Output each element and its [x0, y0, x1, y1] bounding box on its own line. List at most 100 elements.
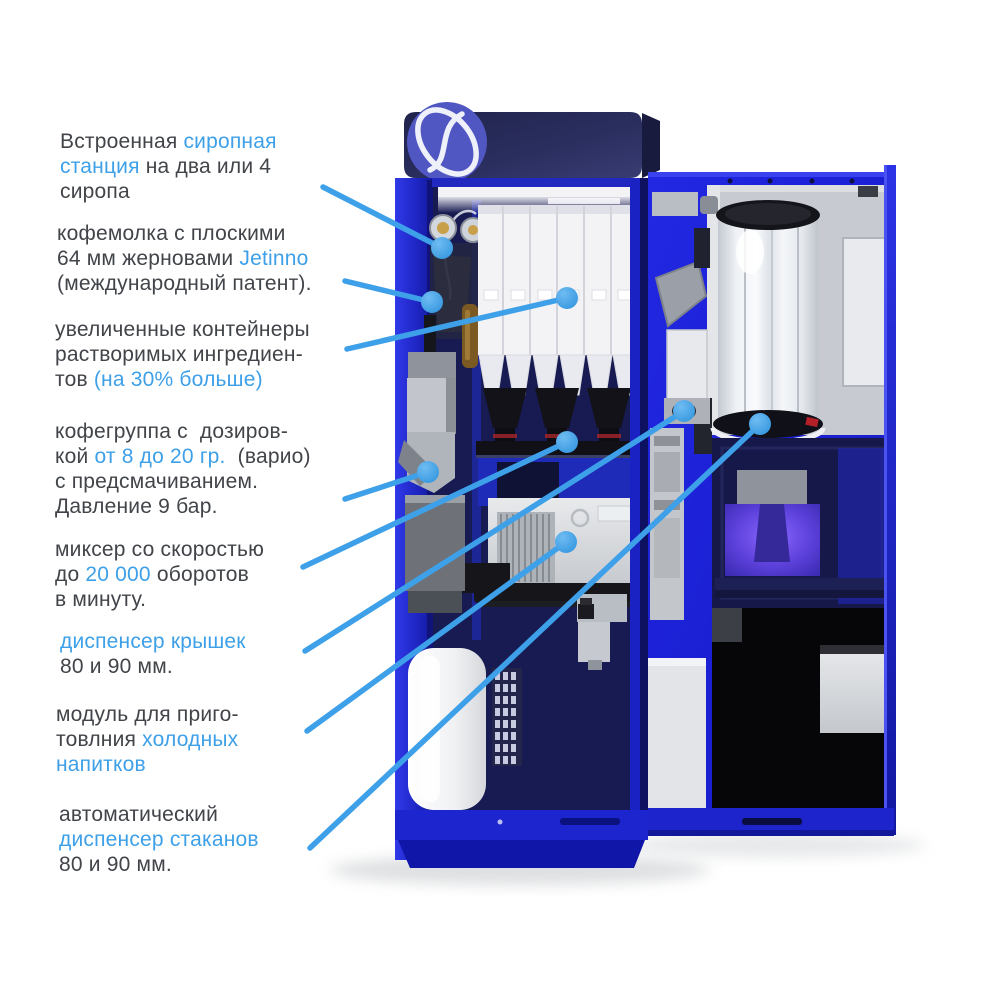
label-text: 80 и 90 мм. [60, 655, 173, 678]
label-text: автоматический [59, 803, 219, 826]
label-text: 80 и 90 мм. [59, 853, 172, 876]
annotation-line: до 20 000 оборотов [55, 562, 264, 587]
vent-grille [492, 668, 522, 766]
dispense-head [577, 594, 627, 670]
callout-dot-syrup-station [431, 237, 453, 259]
purple-recess [712, 438, 892, 608]
label-text: Давление 9 бар. [55, 495, 218, 518]
callout-dot-coffee-grinder [421, 291, 443, 313]
annotation-cold-module: модуль для приго- товлния холодных напит… [56, 702, 239, 777]
label-text-accent: холодных [142, 728, 239, 751]
label-text: (международный патент). [57, 272, 312, 295]
callout-line-containers [344, 295, 570, 352]
brand-logo-icon [407, 102, 487, 182]
label-text-accent: диспенсер стаканов [59, 828, 259, 851]
cup-turret [710, 200, 826, 445]
header-sign [404, 102, 660, 182]
label-text: растворимых ингредиен- [55, 343, 303, 366]
annotation-line: (международный патент). [57, 271, 312, 296]
label-text: модуль для приго- [56, 703, 239, 726]
annotation-line: кофегруппа с дозиров- [55, 419, 311, 444]
label-text: миксер со скоростью [55, 538, 265, 561]
annotation-line: 80 и 90 мм. [60, 654, 246, 679]
annotation-mixer: миксер со скоростью до 20 000 оборотов в… [55, 537, 264, 612]
annotation-line: 80 и 90 мм. [59, 852, 259, 877]
label-text-accent: 20 000 [85, 563, 151, 586]
ingredient-canisters [478, 205, 640, 396]
callout-line-lid-dispenser [302, 408, 687, 654]
annotation-line: диспенсер крышек [60, 629, 246, 654]
right-cabinet [648, 165, 896, 835]
callout-dot-lid-dispenser [673, 400, 695, 422]
annotation-line: в минуту. [55, 587, 264, 612]
label-text: с предсмачиванием. [55, 470, 259, 493]
annotation-line: напитков [56, 752, 239, 777]
annotation-cup-dispenser: автоматический диспенсер стаканов 80 и 9… [59, 802, 259, 877]
machine-base [395, 808, 894, 868]
callout-dot-coffee-group [417, 461, 439, 483]
label-text-accent: сиропная [183, 130, 277, 153]
callout-dot-containers [556, 287, 578, 309]
label-text: кой [55, 445, 95, 468]
annotation-line: тов (на 30% больше) [55, 367, 310, 392]
label-text: 64 мм жерновами [57, 247, 240, 270]
callout-line-cold-module [304, 539, 569, 734]
callout-line-coffee-grinder [342, 278, 435, 305]
annotation-line: кой от 8 до 20 гр. (варио) [55, 444, 311, 469]
callout-lines [300, 184, 763, 851]
label-text: (варио) [225, 445, 311, 468]
left-cabinet [395, 178, 648, 860]
label-text: до [55, 563, 86, 586]
annotation-line: увеличенные контейнеры [55, 317, 310, 342]
lid-dispenser [664, 329, 710, 424]
label-text: Встроенная [60, 130, 184, 153]
bottom-black-bay [712, 608, 888, 812]
annotation-coffee-grinder: кофемолка с плоскими 64 мм жерновами Jet… [57, 221, 312, 296]
callout-line-cup-dispenser [307, 421, 763, 851]
label-text: кофемолка с плоскими [57, 222, 286, 245]
right-door-edge-highlight [884, 165, 887, 835]
label-text: оборотов [150, 563, 249, 586]
label-text: в минуту. [55, 588, 147, 611]
callout-line-syrup-station [320, 184, 445, 251]
annotation-line: Давление 9 бар. [55, 494, 311, 519]
annotation-line: диспенсер стаканов [59, 827, 259, 852]
label-text: тов [55, 368, 94, 391]
label-text-accent: (на 30% больше) [93, 368, 263, 391]
label-text-accent: напитков [56, 753, 146, 776]
annotation-line: растворимых ингредиен- [55, 342, 310, 367]
annotation-line: товлния холодных [56, 727, 239, 752]
annotation-line: кофемолка с плоскими [57, 221, 312, 246]
label-text-accent: станция [60, 155, 140, 178]
callout-line-coffee-group [342, 469, 431, 502]
chute-funnel [652, 192, 718, 454]
label-text: увеличенные контейнеры [55, 318, 310, 341]
label-text-accent: Jetinno [239, 247, 309, 270]
label-text: товлния [56, 728, 143, 751]
label-text: кофегруппа с дозиров- [55, 420, 289, 443]
annotation-line: станция на два или 4 [60, 154, 277, 179]
annotation-line: 64 мм жерновами Jetinno [57, 246, 312, 271]
annotation-line: Встроенная сиропная [60, 129, 277, 154]
label-text-accent: диспенсер крышек [60, 630, 246, 653]
callout-dot-mixer [556, 431, 578, 453]
callout-dots [417, 237, 771, 553]
door-hinge-column [630, 178, 648, 840]
annotation-line: с предсмачиванием. [55, 469, 311, 494]
callout-dot-cold-module [555, 531, 577, 553]
label-text: на два или 4 [139, 155, 272, 178]
callout-line-mixer [300, 439, 570, 570]
annotation-syrup-station: Встроенная сиропная станция на два или 4… [60, 129, 277, 204]
label-text: сиропа [60, 180, 130, 203]
annotation-line: миксер со скоростью [55, 537, 264, 562]
annotation-containers: увеличенные контейнеры растворимых ингре… [55, 317, 310, 392]
callout-dot-cup-dispenser [749, 413, 771, 435]
coin-mechanism [650, 428, 684, 620]
label-text-accent: от 8 до 20 гр. [94, 445, 226, 468]
mixer-cones [483, 388, 631, 443]
annotation-line: сиропа [60, 179, 277, 204]
bottom-white-box [648, 658, 706, 810]
water-filter [408, 648, 486, 810]
